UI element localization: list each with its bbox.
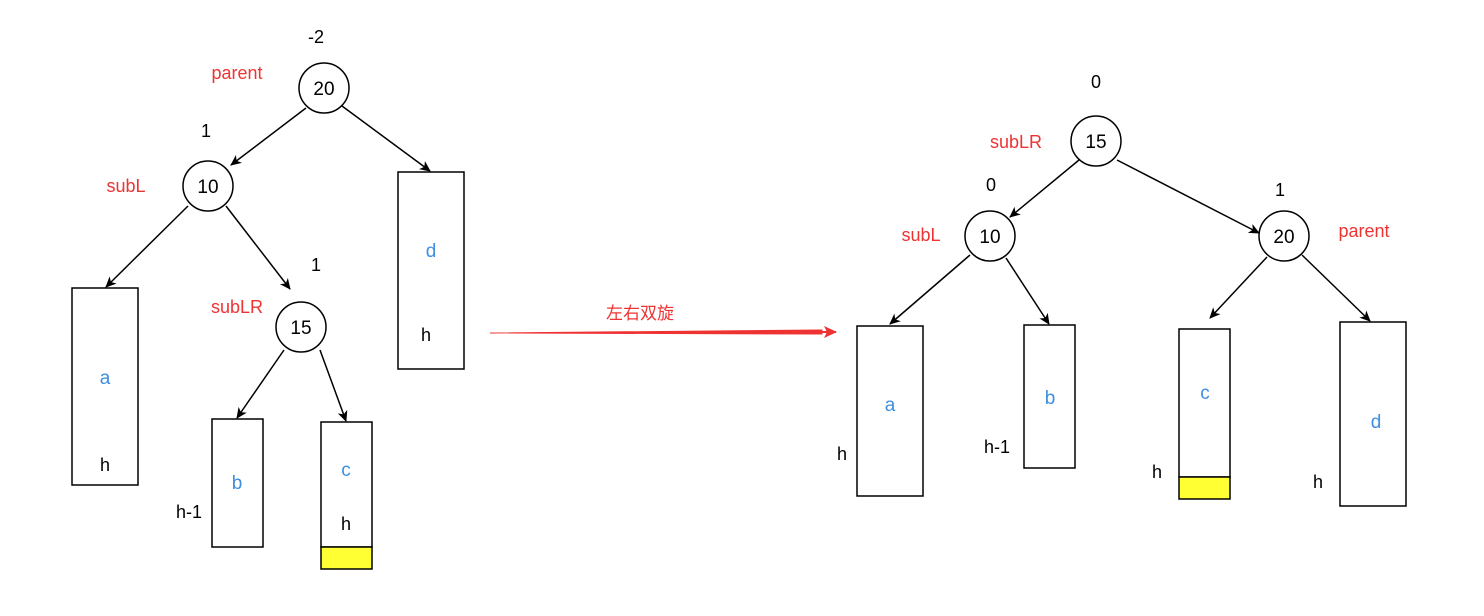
subtree-box xyxy=(856,325,924,497)
before-subL-balance-factor: 1 xyxy=(201,121,211,141)
after-subtree-d: d h xyxy=(1313,321,1407,507)
subtree-name: c xyxy=(341,460,351,481)
subtree-box xyxy=(1178,328,1231,478)
edge-parent-d xyxy=(341,105,431,172)
inserted-node-block xyxy=(1178,476,1231,500)
before-tree: 20 -2 parent 10 1 subL 15 1 subLR a h b … xyxy=(71,27,465,570)
after-parent-role-label: parent xyxy=(1338,221,1389,241)
node-key: 20 xyxy=(313,79,334,100)
before-subtree-c: c h xyxy=(320,421,373,570)
rotation-arrow-line xyxy=(489,329,823,335)
subtree-height: h-1 xyxy=(176,502,202,522)
subtree-name: c xyxy=(1200,383,1210,404)
node-circle xyxy=(964,210,1016,262)
before-subLR-node: 15 xyxy=(275,301,327,353)
subtree-box xyxy=(1023,324,1076,469)
after-subtree-a: a h xyxy=(837,325,924,497)
subtree-name: a xyxy=(885,395,896,416)
edge-subLR-b xyxy=(236,349,285,419)
subtree-name: d xyxy=(426,241,437,262)
edge-parent-d xyxy=(1301,254,1371,322)
node-circle xyxy=(1070,115,1122,167)
node-key: 10 xyxy=(979,227,1000,248)
subtree-box xyxy=(397,171,465,370)
after-subLR-balance-factor: 0 xyxy=(1091,72,1101,92)
subtree-name: d xyxy=(1371,412,1382,433)
after-parent-node: 20 xyxy=(1258,210,1310,262)
rotation-arrow: 左右双旋 xyxy=(489,304,837,338)
subtree-height: h-1 xyxy=(984,437,1010,457)
subtree-height: h xyxy=(421,325,431,345)
subtree-name: a xyxy=(100,368,111,389)
before-subL-role-label: subL xyxy=(106,176,145,196)
after-subL-balance-factor: 0 xyxy=(986,175,996,195)
before-subtree-d: d h xyxy=(397,171,465,370)
after-subLR-node: 15 xyxy=(1070,115,1122,167)
rotation-label: 左右双旋 xyxy=(606,304,674,323)
before-subtree-a: a h xyxy=(71,287,139,486)
subtree-height: h xyxy=(100,455,110,475)
node-key: 20 xyxy=(1273,227,1294,248)
before-subL-node: 10 xyxy=(182,160,234,212)
node-circle xyxy=(275,301,327,353)
after-subtree-b: b h-1 xyxy=(984,324,1076,469)
node-circle xyxy=(298,62,350,114)
subtree-height: h xyxy=(341,514,351,534)
edge-subLR-subL xyxy=(1009,159,1080,218)
subtree-height: h xyxy=(1152,462,1162,482)
subtree-box xyxy=(211,418,264,548)
subtree-box xyxy=(71,287,139,486)
edge-subLR-parent xyxy=(1116,159,1260,234)
subtree-height: h xyxy=(837,444,847,464)
before-subLR-role-label: subLR xyxy=(211,297,263,317)
after-subLR-role-label: subLR xyxy=(990,132,1042,152)
node-circle xyxy=(182,160,234,212)
subtree-height: h xyxy=(1313,472,1323,492)
subtree-name: b xyxy=(1045,388,1056,409)
edge-subLR-c xyxy=(319,349,348,422)
edge-subL-a xyxy=(889,254,971,325)
after-subL-role-label: subL xyxy=(901,225,940,245)
after-tree: 15 0 subLR 10 0 subL 20 1 parent a h b h… xyxy=(837,72,1407,507)
before-subtree-b: b h-1 xyxy=(176,418,264,548)
before-parent-balance-factor: -2 xyxy=(308,27,324,47)
node-circle xyxy=(1258,210,1310,262)
before-parent-role-label: parent xyxy=(211,63,262,83)
before-subLR-balance-factor: 1 xyxy=(311,255,321,275)
after-subtree-c: c h xyxy=(1152,328,1231,500)
edge-subL-subLR xyxy=(225,205,291,290)
node-key: 15 xyxy=(290,318,311,339)
node-key: 15 xyxy=(1085,132,1106,153)
edge-subL-a xyxy=(105,205,189,288)
subtree-name: b xyxy=(232,473,243,494)
after-parent-balance-factor: 1 xyxy=(1275,180,1285,200)
edge-parent-c xyxy=(1209,256,1268,319)
subtree-box xyxy=(1339,321,1407,507)
edge-subL-b xyxy=(1005,257,1050,325)
before-parent-node: 20 xyxy=(298,62,350,114)
node-key: 10 xyxy=(197,177,218,198)
edge-parent-subL xyxy=(230,107,307,166)
inserted-node-block xyxy=(320,546,373,570)
after-subL-node: 10 xyxy=(964,210,1016,262)
